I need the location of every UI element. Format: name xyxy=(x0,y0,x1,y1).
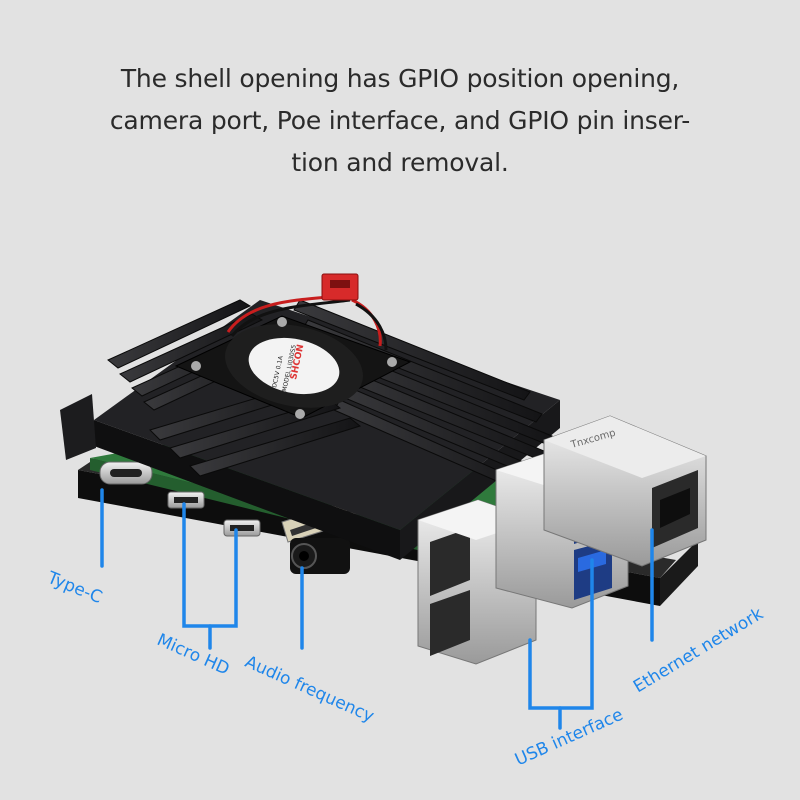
audio-jack xyxy=(290,538,350,574)
micro-hd-port-2 xyxy=(223,519,261,537)
headline-line-3: tion and removal. xyxy=(291,148,509,177)
fan-power-wires xyxy=(226,273,388,351)
cooling-fan: SHCON MODEL LI030S5 DC5V 0.1A xyxy=(174,315,412,419)
headline-line-2: camera port, Poe interface, and GPIO pin… xyxy=(109,106,691,135)
micro-hd-port-1 xyxy=(167,491,205,509)
headline-line-1: The shell opening has GPIO position open… xyxy=(120,64,680,93)
ethernet-port: Tnxcomp xyxy=(543,415,707,567)
type-c-port xyxy=(99,461,153,485)
callout-lines xyxy=(100,488,654,730)
headline: The shell opening has GPIO position open… xyxy=(80,58,720,184)
